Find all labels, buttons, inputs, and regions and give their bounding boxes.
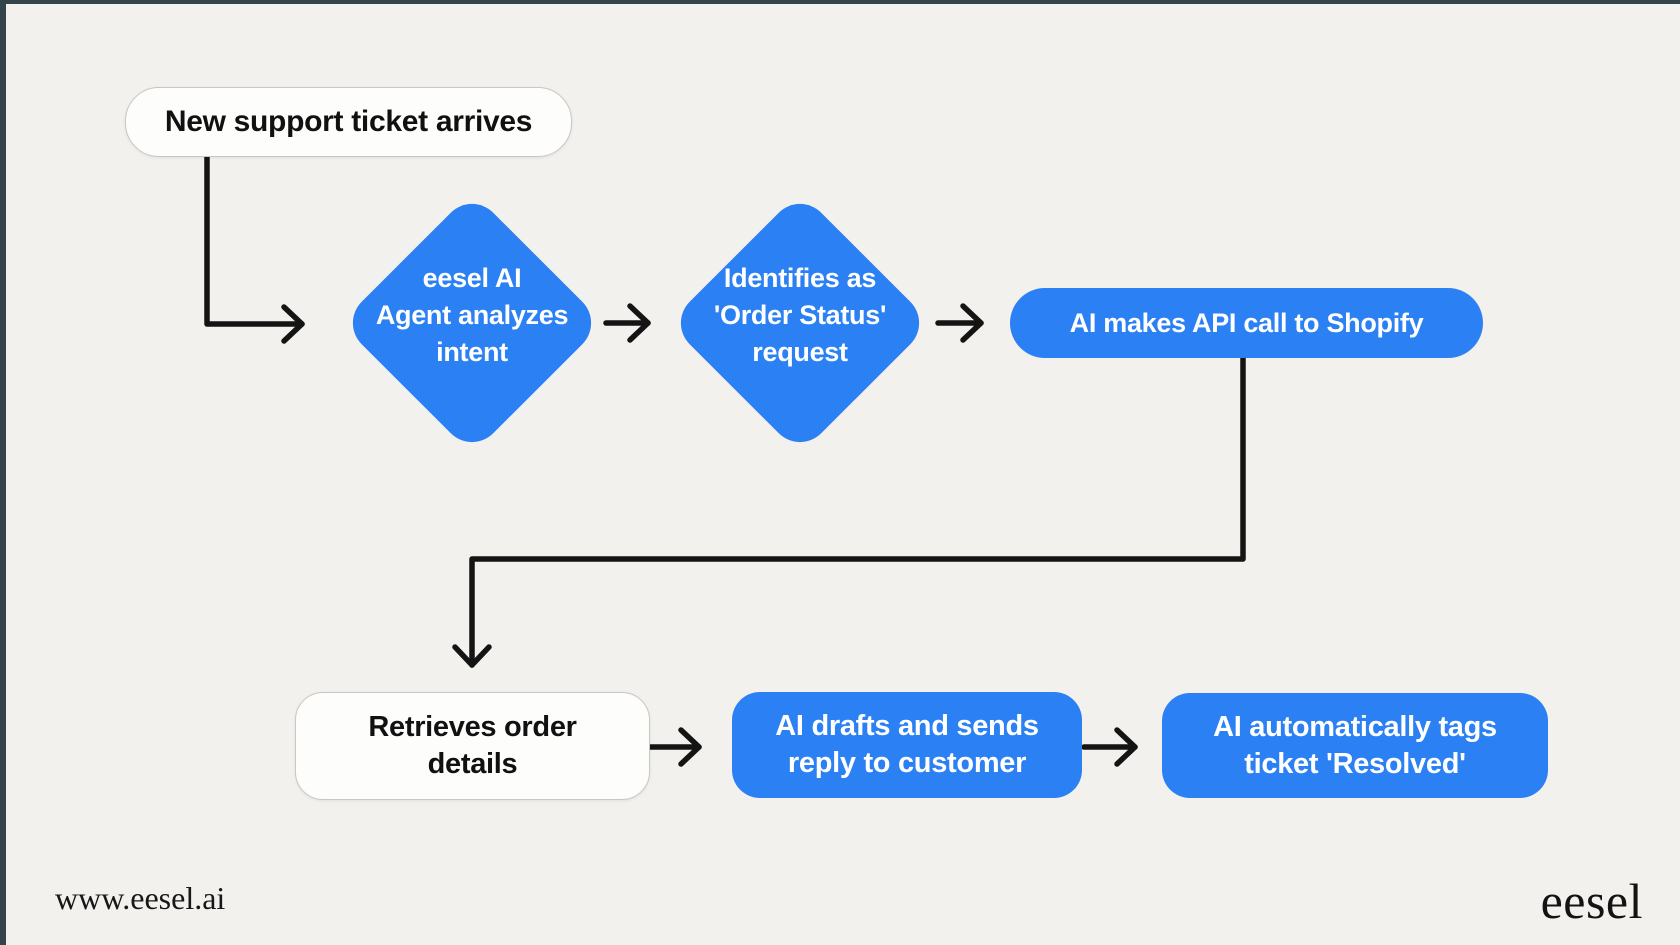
node-analyze-intent-label: eesel AI Agent analyzes intent bbox=[375, 263, 569, 367]
node-new-ticket: New support ticket arrives bbox=[125, 87, 572, 157]
eesel-logo: eesel bbox=[1540, 873, 1643, 929]
node-identify-request-label: Identifies as 'Order Status' request bbox=[713, 263, 887, 367]
canvas-border-top bbox=[0, 0, 1680, 4]
node-new-ticket-label: New support ticket arrives bbox=[164, 105, 533, 138]
footer-website-url: www.eesel.ai bbox=[55, 880, 226, 916]
canvas-border-left bbox=[0, 0, 6, 945]
node-retrieve-details: Retrieves order details bbox=[295, 692, 650, 800]
connector-start-to-analyze bbox=[204, 154, 305, 344]
node-api-call-label: AI makes API call to Shopify bbox=[1069, 307, 1424, 338]
node-api-call: AI makes API call to Shopify bbox=[1010, 288, 1483, 358]
node-draft-reply: AI drafts and sends reply to customer bbox=[732, 692, 1082, 798]
connector-api-to-retrieve bbox=[452, 355, 1246, 668]
node-tag-resolved: AI automatically tags ticket 'Resolved' bbox=[1162, 693, 1548, 798]
